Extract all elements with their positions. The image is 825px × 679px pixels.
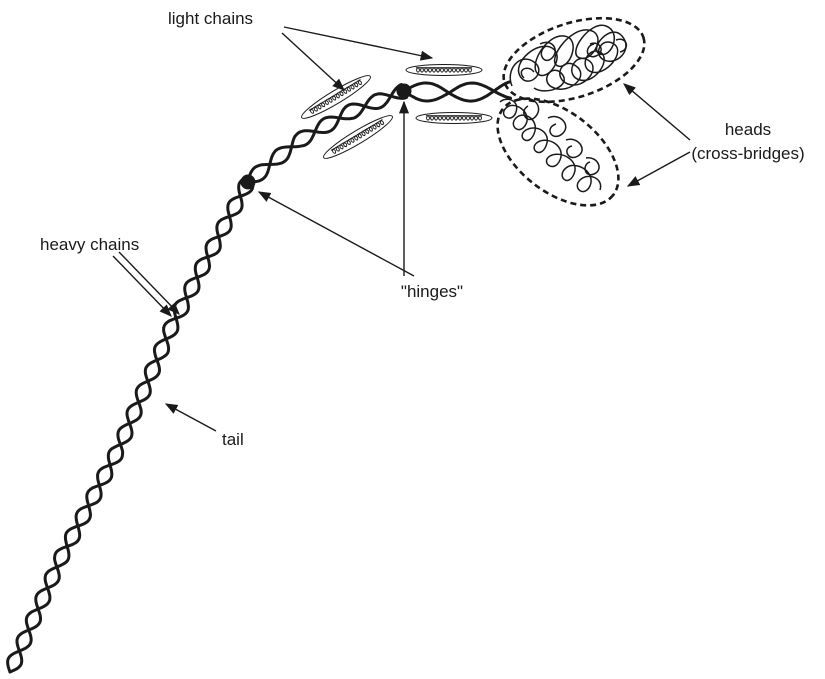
label-hinges: "hinges" [401, 282, 463, 301]
head-lower [478, 77, 638, 226]
arrow-heads-lower [628, 152, 690, 186]
arrow-tail [166, 404, 216, 431]
label-heavy-chains: heavy chains [40, 235, 139, 254]
arrow-heads-upper [624, 84, 690, 140]
label-light-chains: light chains [168, 9, 253, 28]
label-cross-bridges: (cross-bridges) [691, 144, 804, 163]
arrow-heavy-chains-a [113, 256, 171, 316]
arrow-light-chains-left [282, 33, 344, 90]
light-chain-1 [298, 71, 373, 123]
hinge-upper [397, 84, 412, 99]
neck-strand-2 [248, 85, 402, 183]
arrow-heavy-chains-b [119, 252, 179, 314]
upper-strand-2 [404, 82, 510, 101]
light-chain-3 [406, 65, 482, 76]
label-tail: tail [222, 430, 244, 449]
light-chain-4 [416, 113, 492, 124]
arrow-light-chains-right [284, 27, 432, 58]
arrow-hinges-lower [259, 192, 414, 276]
light-chain-2 [320, 111, 395, 163]
heavy-chain-upper-segment [404, 82, 511, 101]
hinge-lower [241, 175, 256, 190]
label-heads: heads [725, 120, 771, 139]
tail-strand-2 [8, 185, 253, 672]
